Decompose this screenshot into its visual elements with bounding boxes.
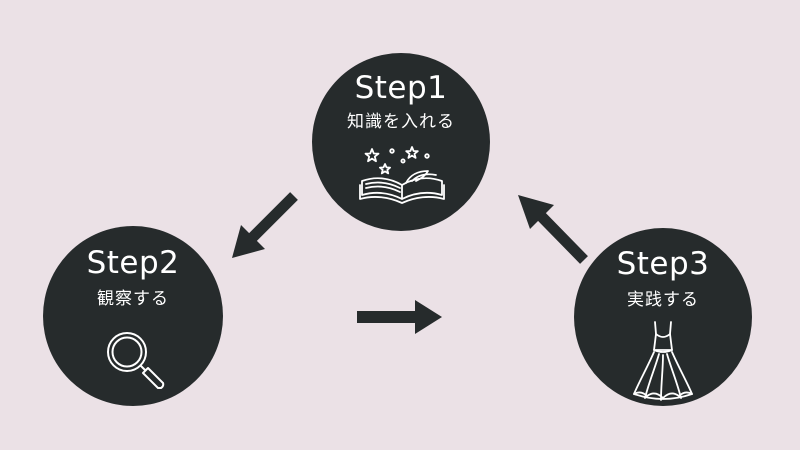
step2-circle: Step2 観察する <box>43 226 223 406</box>
arrow-step1-to-step2 <box>232 192 298 258</box>
step2-title: Step2 <box>86 245 180 281</box>
dress-icon <box>633 321 693 401</box>
magnifier-icon <box>107 332 165 389</box>
step3-subtitle: 実践する <box>627 290 699 310</box>
step3-title: Step3 <box>616 246 710 282</box>
arrow-step3-to-step1 <box>518 195 588 264</box>
step1-circle: Step1 知識を入れる <box>312 53 490 231</box>
arrow-step2-to-step3 <box>357 300 442 334</box>
book-with-stars-icon <box>359 146 445 204</box>
step2-subtitle: 観察する <box>97 289 169 309</box>
step3-circle: Step3 実践する <box>574 228 752 406</box>
step1-title: Step1 <box>354 70 448 106</box>
step1-subtitle: 知識を入れる <box>347 112 455 132</box>
